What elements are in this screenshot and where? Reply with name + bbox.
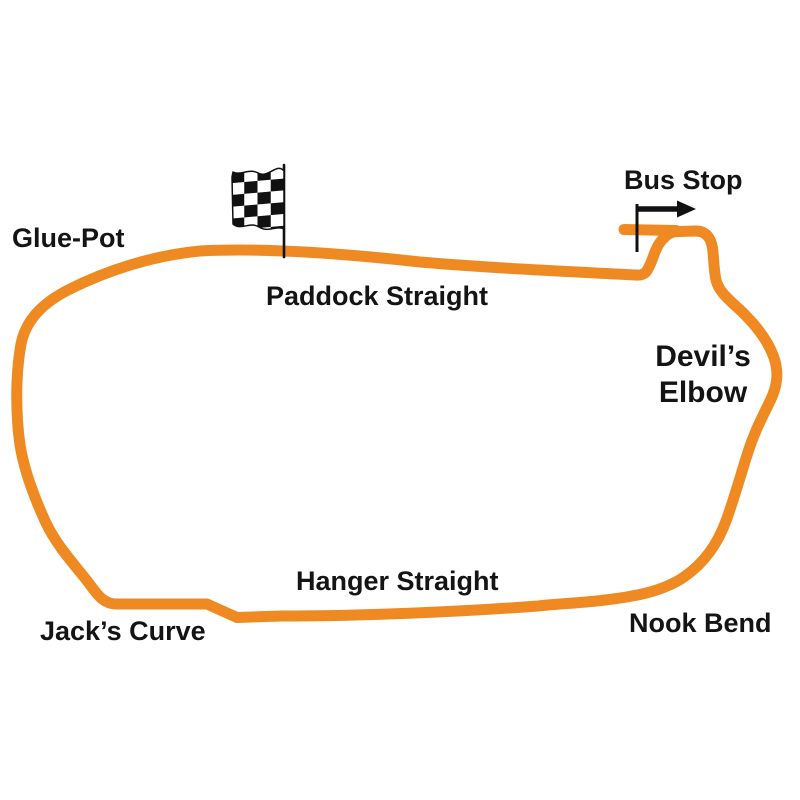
checkered-flag-icon xyxy=(231,163,286,259)
label-paddock-straight: Paddock Straight xyxy=(266,281,489,311)
bus-stop-layby-track xyxy=(618,224,682,236)
flag-cloth xyxy=(231,167,285,231)
label-devils-elbow-line2: Elbow xyxy=(658,376,748,409)
label-bus-stop: Bus Stop xyxy=(624,165,743,195)
label-hanger-straight: Hanger Straight xyxy=(296,566,499,596)
track-outline xyxy=(11,225,783,623)
arrow-head xyxy=(677,200,696,218)
label-devils-elbow-line1: Devil’s xyxy=(655,340,751,373)
label-nook-bend: Nook Bend xyxy=(629,608,772,638)
label-glue-pot: Glue-Pot xyxy=(12,223,125,253)
label-jacks-curve: Jack’s Curve xyxy=(40,616,206,646)
label-devils-elbow: Devil’s Elbow xyxy=(642,339,764,411)
direction-arrow-icon xyxy=(635,200,696,252)
